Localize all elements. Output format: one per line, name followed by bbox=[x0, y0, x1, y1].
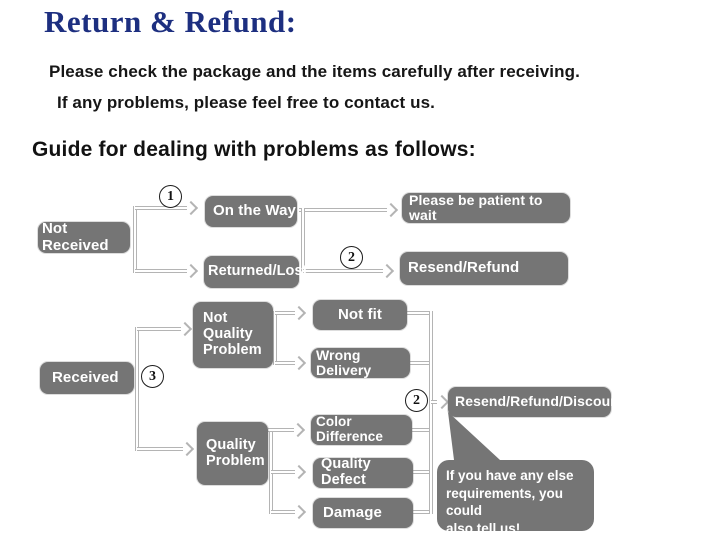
connector-hline bbox=[431, 400, 437, 404]
connector-vline bbox=[135, 327, 139, 451]
connector-vline bbox=[429, 311, 433, 514]
connector-hline bbox=[275, 311, 295, 315]
connector-hline bbox=[268, 428, 294, 432]
arrow-head-icon bbox=[291, 464, 307, 480]
connector-hline bbox=[299, 208, 387, 212]
arrow-head-icon bbox=[383, 202, 399, 218]
arrow-head-icon bbox=[177, 321, 193, 337]
flow-node-not-received: Not Received bbox=[38, 220, 130, 253]
connector-hline bbox=[271, 470, 295, 474]
connector-hline bbox=[412, 510, 431, 514]
guide-heading: Guide for dealing with problems as follo… bbox=[32, 138, 476, 161]
flow-node-quality-problem: Quality Problem bbox=[197, 422, 268, 485]
arrow-head-icon bbox=[183, 200, 199, 216]
flow-node-wrong-delivery: Wrong Delivery bbox=[311, 347, 410, 378]
arrow-head-icon bbox=[291, 305, 307, 321]
arrow-head-icon bbox=[434, 394, 450, 410]
flow-node-resend-refund-discount: Resend/Refund/Discount bbox=[448, 387, 624, 417]
flow-node-on-the-way: On the Way bbox=[205, 196, 297, 227]
connector-hline bbox=[412, 470, 431, 474]
arrow-head-icon bbox=[291, 504, 307, 520]
flow-node-not-fit: Not fit bbox=[313, 300, 407, 330]
arrow-head-icon bbox=[291, 355, 307, 371]
speech-bubble: If you have any else requirements, you c… bbox=[437, 460, 594, 536]
flow-node-received: Received bbox=[40, 362, 134, 394]
connector-hline bbox=[135, 269, 187, 273]
intro-line-1: Please check the package and the items c… bbox=[49, 62, 580, 81]
speech-bubble-tail bbox=[448, 412, 500, 460]
page-title: Return & Refund: bbox=[44, 4, 297, 39]
connector-hline bbox=[137, 447, 183, 451]
circled-number-3-icon: 3 bbox=[141, 365, 164, 388]
connector-vline bbox=[301, 208, 305, 273]
connector-hline bbox=[135, 206, 187, 210]
flow-node-returned-lost: Returned/Lost bbox=[204, 256, 307, 288]
circled-number-2-icon: 2 bbox=[405, 389, 428, 412]
intro-line-2: If any problems, please feel free to con… bbox=[57, 93, 435, 112]
flow-node-color-difference: Color Difference bbox=[311, 414, 412, 445]
connector-hline bbox=[407, 311, 431, 315]
arrow-head-icon bbox=[379, 263, 395, 279]
connector-hline bbox=[411, 428, 431, 432]
connector-hline bbox=[409, 361, 431, 365]
arrow-head-icon bbox=[179, 441, 195, 457]
connector-vline bbox=[273, 311, 277, 365]
flow-node-quality-defect: Quality Defect bbox=[313, 456, 413, 488]
connector-hline bbox=[275, 361, 295, 365]
circled-number-1-icon: 1 bbox=[159, 185, 182, 208]
flow-node-be-patient: Please be patient to wait bbox=[402, 192, 570, 223]
arrow-head-icon bbox=[290, 422, 306, 438]
connector-vline bbox=[133, 206, 137, 273]
circled-number-2-icon: 2 bbox=[340, 246, 363, 269]
flow-node-damage: Damage bbox=[313, 498, 413, 528]
connector-hline bbox=[271, 510, 295, 514]
flow-node-not-quality-problem: Not Quality Problem bbox=[193, 302, 273, 368]
connector-hline bbox=[303, 269, 383, 273]
connector-hline bbox=[137, 327, 181, 331]
arrow-head-icon bbox=[183, 263, 199, 279]
flow-node-resend-refund: Resend/Refund bbox=[400, 252, 568, 285]
